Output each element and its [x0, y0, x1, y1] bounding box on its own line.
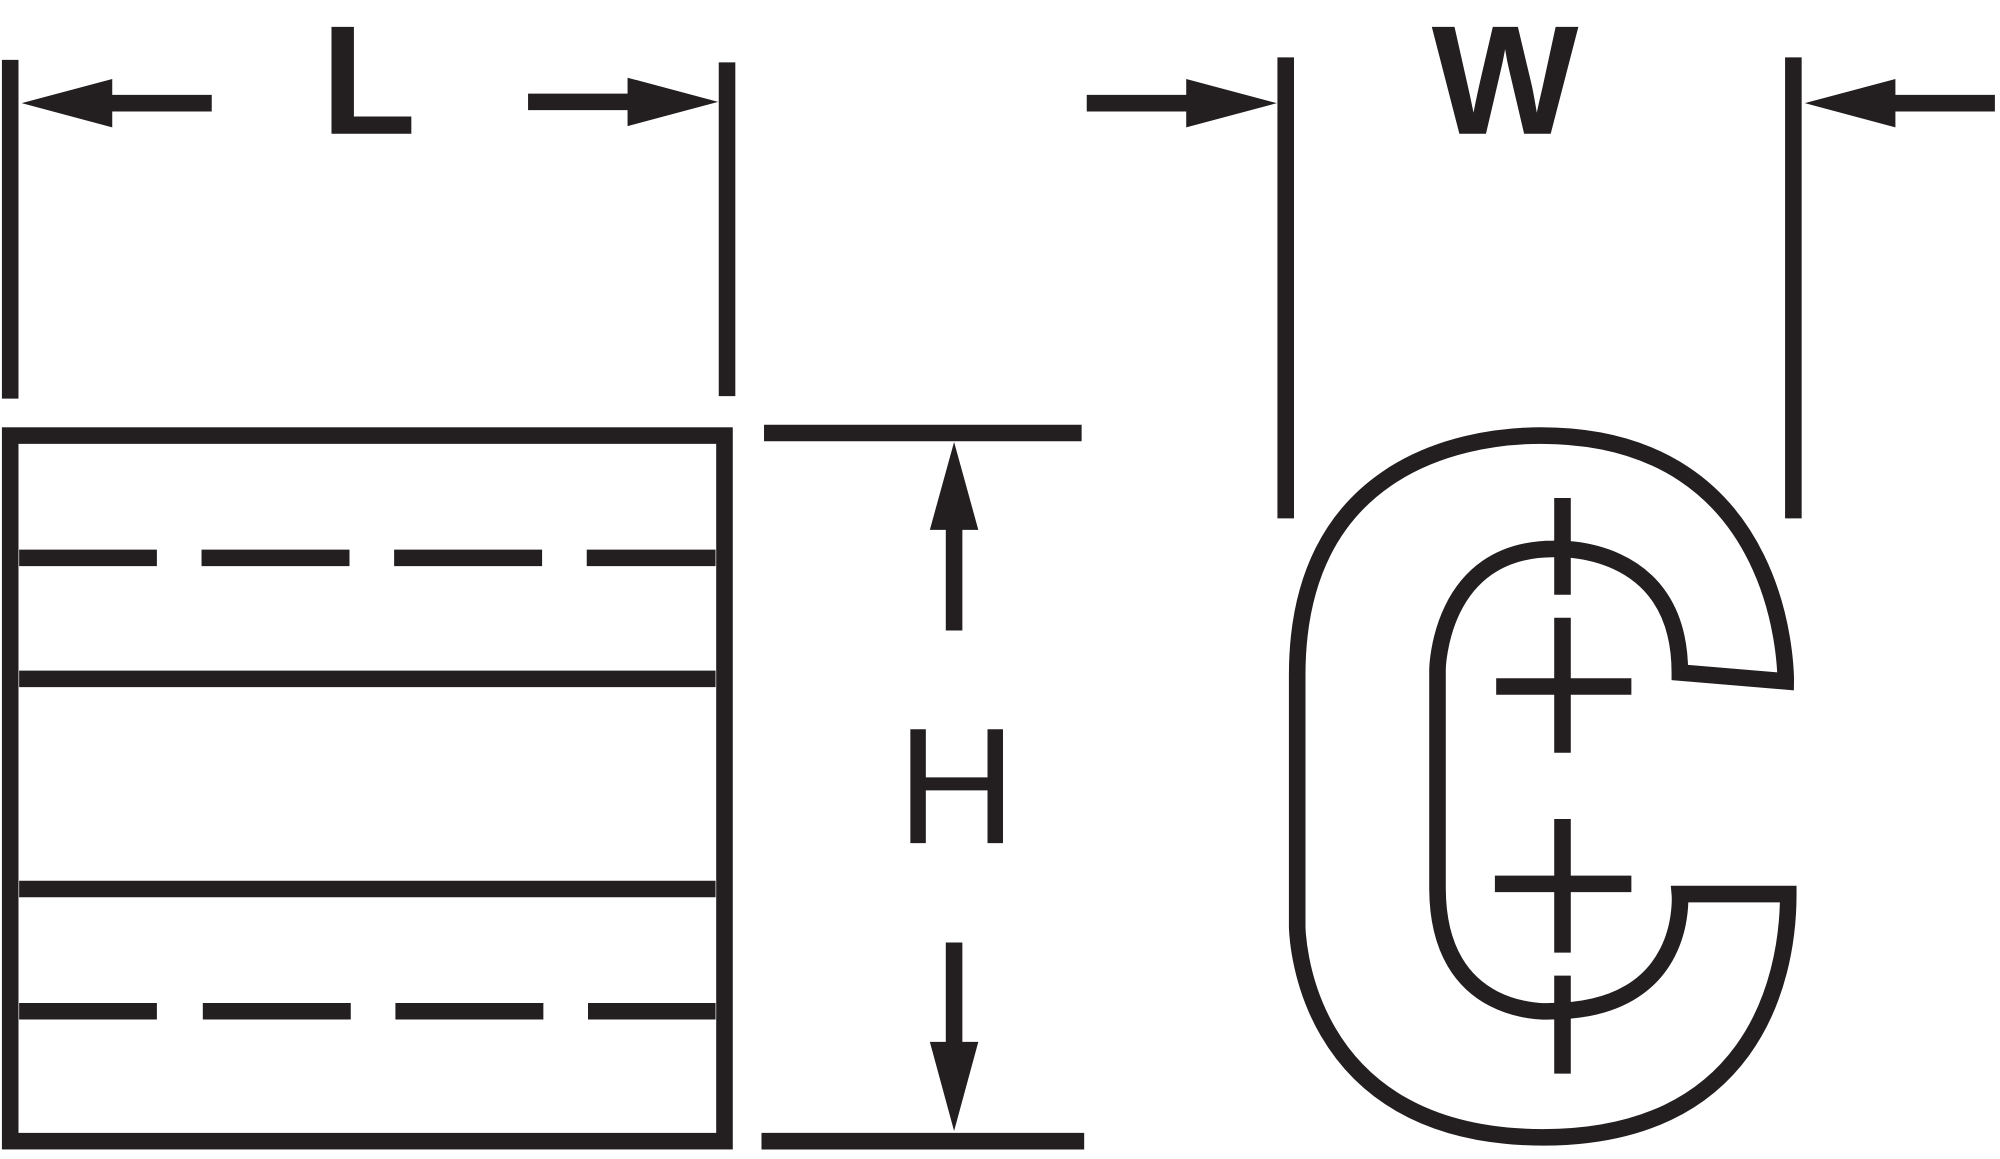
side-view-outline [1, 427, 733, 1150]
arrow-up-icon [929, 441, 979, 530]
arrow-right-icon [1186, 78, 1277, 128]
height-dimension: H [761, 424, 1085, 1150]
height-label: H [897, 694, 1017, 879]
c-profile-outline [1288, 427, 1797, 1146]
crosshair-lower [1494, 818, 1632, 1074]
width-label: W [1432, 0, 1579, 167]
arrow-right-icon [627, 77, 719, 127]
end-profile [1288, 427, 1797, 1146]
crosshair-upper [1496, 497, 1632, 753]
arrow-down-icon [929, 1041, 979, 1131]
arrow-left-icon [1804, 78, 1896, 128]
side-view [1, 427, 733, 1150]
arrow-left-icon [21, 78, 113, 128]
length-dimension: L [1, 0, 736, 399]
length-label: L [321, 0, 416, 167]
width-dimension: W [1086, 0, 1995, 519]
